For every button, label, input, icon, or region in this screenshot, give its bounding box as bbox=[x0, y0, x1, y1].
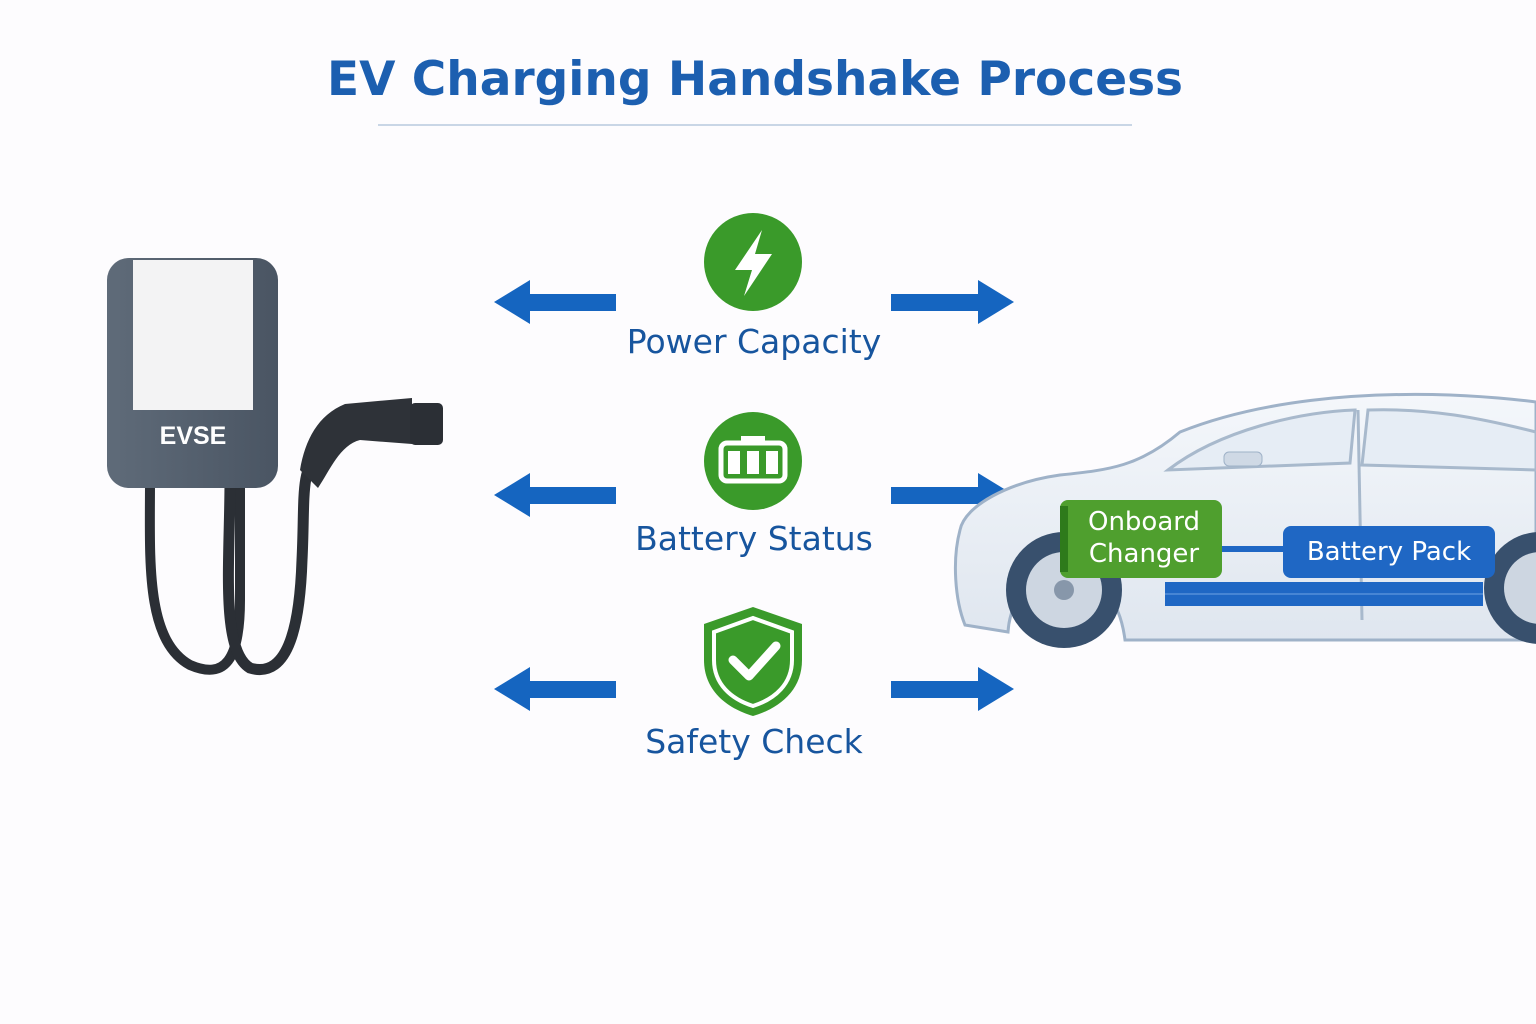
rear-wheel bbox=[1484, 532, 1536, 644]
page-title: EV Charging Handshake Process bbox=[326, 52, 1184, 107]
charging-connector-icon bbox=[300, 398, 412, 488]
arrows bbox=[494, 280, 1014, 711]
right-arrow-icon bbox=[891, 280, 1014, 324]
left-arrow-icon bbox=[494, 667, 616, 711]
onboard-charger-box bbox=[1060, 500, 1222, 578]
evse-charger bbox=[107, 258, 443, 675]
battery-pack-box bbox=[1283, 526, 1495, 578]
onboard-charger-label-line2: Changer bbox=[1088, 539, 1200, 569]
evse-display-panel bbox=[133, 260, 253, 410]
step-label-safety-check: Safety Check bbox=[645, 722, 863, 761]
step-label-power-capacity: Power Capacity bbox=[626, 322, 882, 361]
left-arrow-icon bbox=[494, 473, 616, 517]
electric-car bbox=[953, 392, 1536, 648]
shield-check-icon bbox=[704, 607, 802, 716]
left-arrow-icon bbox=[494, 280, 616, 324]
step-label-battery-status: Battery Status bbox=[635, 519, 873, 558]
battery-icon bbox=[704, 412, 802, 510]
car-front-window bbox=[1163, 408, 1357, 472]
evse-label: EVSE bbox=[159, 422, 227, 450]
title-divider bbox=[378, 124, 1132, 126]
onboard-charger-label-line1: Onboard bbox=[1087, 507, 1201, 537]
battery-pack-label: Battery Pack bbox=[1306, 537, 1472, 567]
right-arrow-icon bbox=[891, 667, 1014, 711]
lightning-bolt-icon bbox=[704, 213, 802, 311]
onboard-charger-label: Onboard Changer bbox=[1068, 506, 1220, 570]
